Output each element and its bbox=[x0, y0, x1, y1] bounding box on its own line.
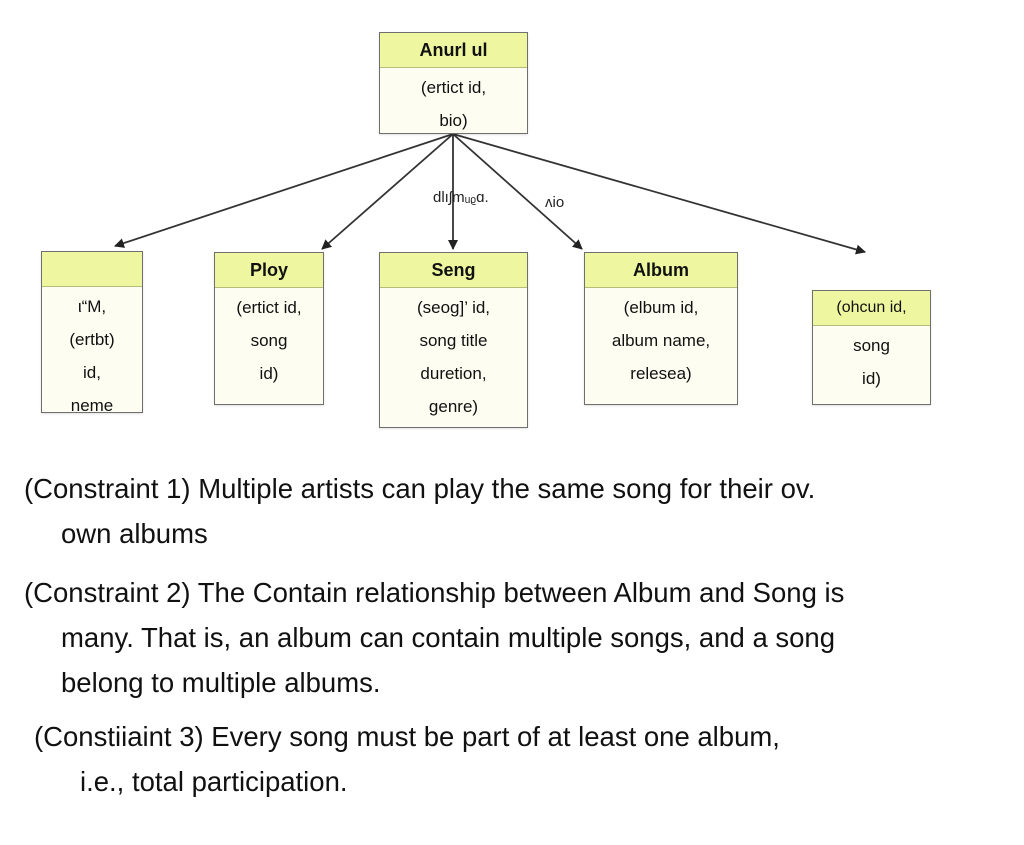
entity-contain-attrs: song id) bbox=[813, 326, 930, 395]
edge-label-1: dlıʃmᵤᵨɑ. bbox=[433, 189, 489, 206]
constraint-2-line-1: (Constraint 2) The Contain relationship … bbox=[24, 577, 845, 608]
entity-song-title: Seng bbox=[380, 253, 527, 288]
entity-root-attrs: (ertict id, bio) bbox=[380, 68, 527, 137]
constraint-1-line-2: own albums bbox=[61, 518, 208, 549]
entity-album: Album (elbum id, album name, relesea) bbox=[584, 252, 738, 405]
constraint-2-line-3: belong to multiple albums. bbox=[61, 667, 381, 698]
attr-line: album name, bbox=[611, 331, 711, 350]
edge-to-child-5 bbox=[452, 133, 866, 255]
entity-contain: (ohcun id, song id) bbox=[812, 290, 931, 405]
attr-line: id) bbox=[862, 369, 881, 388]
attr-line: song title bbox=[419, 331, 488, 350]
edge-to-child-1 bbox=[114, 133, 454, 248]
entity-child-1: ι“M, (ertbt) id, neme bbox=[41, 251, 143, 415]
entity-play: Ploy (ertict id, song id) bbox=[214, 252, 324, 405]
entity-album-attrs: (elbum id, album name, relesea) bbox=[585, 288, 737, 390]
attr-line: duretion, bbox=[420, 364, 487, 383]
er-diagram-edges bbox=[114, 133, 866, 255]
constraint-3-line-2: i.e., total participation. bbox=[80, 766, 348, 797]
constraint-1-line-1: (Constraint 1) Multiple artists can play… bbox=[24, 473, 816, 504]
entity-album-title: Album bbox=[585, 253, 737, 288]
attr-line: neme bbox=[70, 396, 114, 415]
entity-play-attrs: (ertict id, song id) bbox=[215, 288, 323, 390]
attr-line: (elbum id, bbox=[623, 298, 699, 317]
edge-to-child-4 bbox=[452, 133, 583, 250]
entity-song: Seng (seog]’ id, song title duretion, ge… bbox=[379, 252, 528, 428]
attr-line: (seog]’ id, bbox=[416, 298, 491, 317]
entity-child-1-attrs: ι“M, (ertbt) id, neme bbox=[42, 287, 142, 422]
attr-line: (ertbt) bbox=[69, 330, 115, 349]
attr-line: ι“M, bbox=[77, 297, 107, 316]
entity-root: Anurl ul (ertict id, bio) bbox=[379, 32, 528, 134]
constraint-1: (Constraint 1) Multiple artists can play… bbox=[0, 466, 1010, 556]
attr-line: id) bbox=[259, 364, 279, 383]
edge-to-child-2 bbox=[321, 133, 454, 250]
constraint-3: (Constiiaint 3) Every song must be part … bbox=[0, 714, 1010, 804]
constraint-3-line-1: (Constiiaint 3) Every song must be part … bbox=[34, 721, 780, 752]
attr-line: bio) bbox=[439, 111, 468, 130]
entity-song-attrs: (seog]’ id, song title duretion, genre) bbox=[380, 288, 527, 423]
edge-label-2: ʌio bbox=[545, 194, 565, 211]
attr-line: relesea) bbox=[630, 364, 692, 383]
constraint-2-line-2: many. That is, an album can contain mult… bbox=[61, 622, 836, 653]
attr-line: (ertict id, bbox=[236, 298, 302, 317]
constraint-2: (Constraint 2) The Contain relationship … bbox=[0, 570, 1010, 705]
entity-contain-title: (ohcun id, bbox=[813, 291, 930, 326]
attr-line: song bbox=[853, 336, 890, 355]
entity-root-title: Anurl ul bbox=[380, 33, 527, 68]
entity-play-title: Ploy bbox=[215, 253, 323, 288]
attr-line: genre) bbox=[428, 397, 479, 416]
attr-line: song bbox=[250, 331, 288, 350]
attr-line: (ertict id, bbox=[420, 78, 487, 97]
attr-line: id, bbox=[83, 363, 101, 382]
entity-child-1-title bbox=[42, 252, 142, 287]
